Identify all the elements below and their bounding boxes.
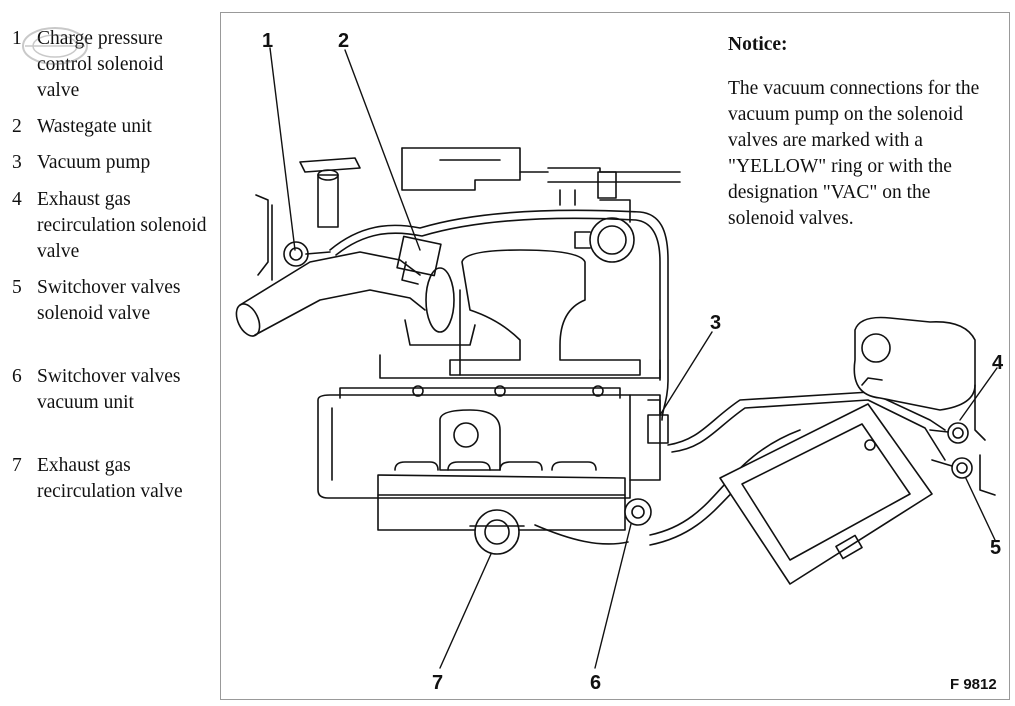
wastegate-unit [396, 235, 476, 346]
switchover-vacuum-unit [624, 498, 652, 526]
legend-number: 5 [12, 277, 22, 298]
notice-body: The vacuum connections for the vacuum pu… [728, 78, 980, 229]
legend-label: Wastegate unit [37, 116, 152, 137]
notice-box: Notice: The vacuum connections for the v… [728, 32, 998, 232]
callout-4: 4 [992, 352, 1004, 374]
callout-2: 2 [338, 30, 350, 52]
exhaust-manifold [377, 461, 626, 555]
fluid-reservoir [853, 316, 976, 411]
legend-label: Charge pressure control solenoid valve [37, 28, 164, 101]
vacuum-reservoir [574, 199, 635, 263]
legend-label: Switchover valves solenoid valve [37, 277, 181, 324]
legend-label: Switchover valves vacuum unit [37, 366, 181, 413]
leader-lines [269, 47, 998, 669]
cylinder-head [317, 385, 661, 499]
figure-id: F 9812 [950, 676, 997, 693]
legend-label: Exhaust gas recirculation valve [37, 455, 183, 502]
callout-5: 5 [990, 537, 1002, 559]
legend: 1 Charge pressure control solenoid valve… [0, 0, 215, 706]
mounting-bracket [255, 157, 361, 281]
legend-label: Vacuum pump [37, 152, 151, 173]
callout-1: 1 [262, 30, 274, 52]
intake-manifold [379, 249, 661, 379]
callout-7: 7 [432, 672, 444, 694]
legend-number: 3 [12, 152, 22, 173]
solenoid-valves-4-5 [929, 384, 996, 496]
notice-title: Notice: [728, 34, 788, 55]
legend-label: Exhaust gas recirculation solenoid valve [37, 189, 207, 262]
callout-6: 6 [590, 672, 602, 694]
intake-pipe [235, 251, 426, 337]
vacuum-hoses [329, 209, 946, 546]
legend-number: 7 [12, 455, 22, 476]
club-logo-icon [22, 27, 88, 65]
vacuum-pump [647, 399, 669, 444]
legend-number: 1 [12, 28, 22, 49]
battery-tray [719, 403, 933, 585]
legend-number: 6 [12, 366, 22, 387]
legend-number: 2 [12, 116, 22, 137]
legend-number: 4 [12, 189, 22, 210]
callout-3: 3 [710, 312, 722, 334]
intake-upper-structure [401, 147, 681, 206]
diagram-frame [220, 12, 1010, 700]
charge-pressure-solenoid [283, 241, 331, 267]
